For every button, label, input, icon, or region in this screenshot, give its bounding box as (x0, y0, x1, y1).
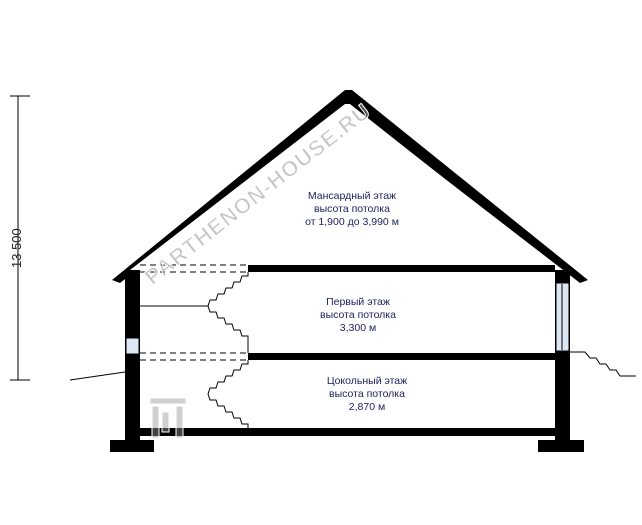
basement-floor-ceiling-value: 2,870 м (348, 401, 386, 413)
basement-floor-name: Цокольный этаж (326, 375, 408, 387)
left-window (125, 337, 140, 355)
parthenon-logo-icon (149, 397, 187, 439)
height-dimension-label: 13 500 (9, 228, 24, 268)
attic-floor-ceiling-caption: высота потолка (314, 203, 390, 215)
basement-floor-ceiling-caption: высота потолка (329, 388, 405, 400)
first-floor-slab (248, 353, 555, 360)
basement-floor-slab (140, 428, 555, 436)
stairs-upper (140, 272, 249, 353)
height-dimension (10, 95, 30, 381)
attic-floor-ceiling-value: от 1,900 до 3,990 м (305, 216, 399, 228)
attic-floor-name: Мансардный этаж (307, 190, 397, 202)
basement-floor-label: Цокольный этаж высота потолка 2,870 м (327, 375, 407, 414)
attic-floor-slab (248, 265, 555, 272)
stairwell-dashes (140, 264, 248, 361)
stairs-lower (207, 360, 249, 428)
first-floor-name: Первый этаж (326, 296, 390, 308)
first-floor-ceiling-caption: высота потолка (320, 309, 396, 321)
left-wall (125, 270, 140, 442)
right-footing (538, 440, 584, 452)
attic-floor-label: Мансардный этаж высота потолка от 1,900 … (305, 190, 399, 229)
first-floor-ceiling-value: 3,300 м (339, 322, 377, 334)
left-footing (110, 440, 154, 452)
ground-line (69, 351, 636, 381)
first-floor-label: Первый этаж высота потолка 3,300 м (320, 296, 396, 335)
